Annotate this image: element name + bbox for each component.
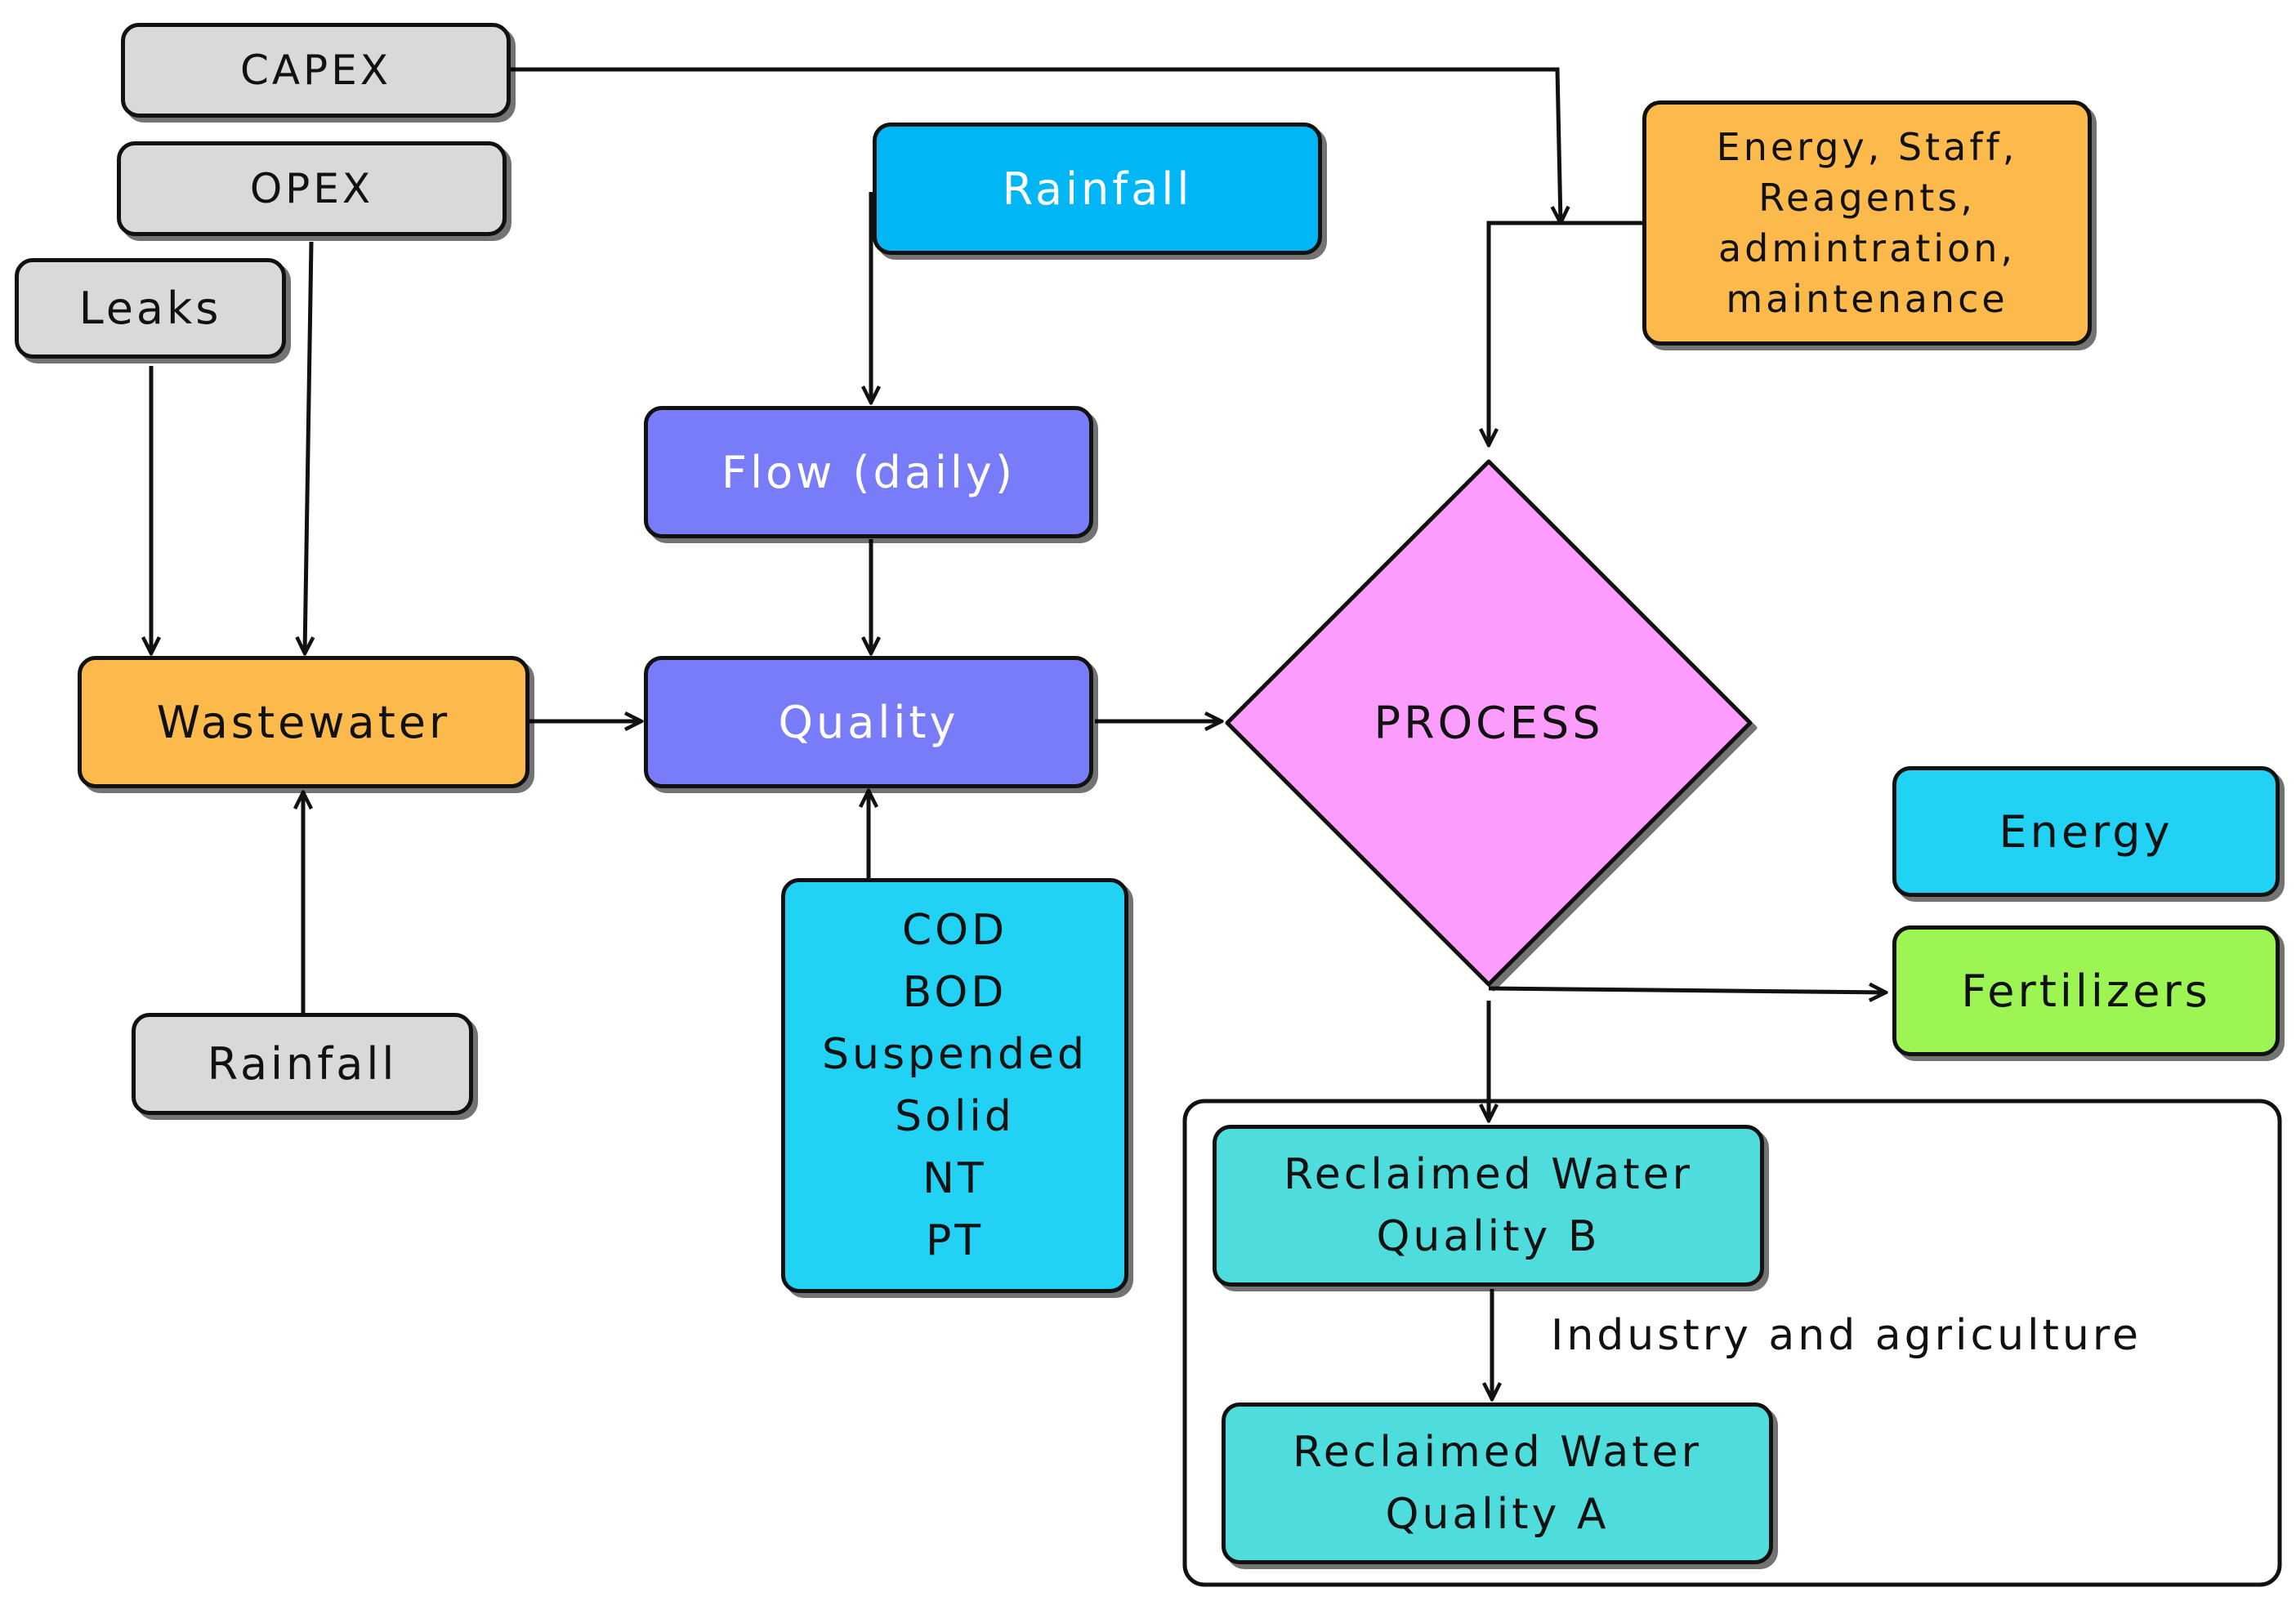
flow-box: Flow (daily): [644, 406, 1093, 538]
reclaimed-b-line-1: Reclaimed Water: [1283, 1150, 1694, 1199]
capex-label: CAPEX: [239, 47, 392, 94]
arrow-opex-to-wastewater: [305, 241, 311, 653]
arrow-costs-to-process: [1489, 221, 1642, 445]
reclaimed-b-line-2: Quality B: [1376, 1212, 1601, 1261]
reclaimed-a-box: Reclaimed Water Quality A: [1222, 1403, 1773, 1564]
leaks-box: Leaks: [15, 258, 286, 359]
rainfall-bottom-label: Rainfall: [207, 1038, 398, 1090]
costs-line-3: admintration,: [1718, 226, 2016, 270]
reclaimed-b-box: Reclaimed Water Quality B: [1213, 1125, 1764, 1287]
rainfall-bottom-box: Rainfall: [132, 1013, 473, 1115]
quality-label: Quality: [778, 696, 959, 748]
fertilizers-label: Fertilizers: [1961, 965, 2211, 1017]
arrow-process-to-fertilizers: [1488, 988, 1886, 992]
opex-box: OPEX: [117, 141, 507, 236]
capex-box: CAPEX: [121, 23, 511, 118]
rainfall-top-box: Rainfall: [873, 123, 1322, 255]
leaks-label: Leaks: [78, 283, 222, 334]
parameters-box: COD BOD Suspended Solid NT PT: [781, 878, 1128, 1293]
costs-box: Energy, Staff, Reagents, admintration, m…: [1642, 100, 2092, 346]
costs-line-4: maintenance: [1726, 277, 2008, 321]
wastewater-label: Wastewater: [156, 696, 451, 748]
quality-box: Quality: [644, 656, 1093, 788]
param-bod: BOD: [902, 968, 1007, 1017]
param-suspended: Suspended: [821, 1030, 1088, 1079]
param-solid: Solid: [895, 1092, 1015, 1141]
opex-label: OPEX: [249, 165, 374, 212]
energy-label: Energy: [1999, 805, 2173, 858]
fertilizers-box: Fertilizers: [1892, 925, 2280, 1056]
process-diamond: [1225, 459, 1753, 987]
costs-line-2: Reagents,: [1758, 176, 1976, 220]
reuse-group-frame: [1182, 1099, 2282, 1587]
process-label: PROCESS: [1374, 697, 1604, 749]
reclaimed-a-line-2: Quality A: [1385, 1490, 1610, 1539]
param-nt: NT: [922, 1154, 987, 1203]
arrow-capex-to-costs: [511, 67, 1561, 223]
costs-line-1: Energy, Staff,: [1716, 125, 2018, 169]
rainfall-top-label: Rainfall: [1002, 163, 1193, 215]
flow-label: Flow (daily): [721, 446, 1016, 498]
param-cod: COD: [901, 906, 1008, 955]
reclaimed-a-line-1: Reclaimed Water: [1292, 1428, 1703, 1477]
energy-box: Energy: [1892, 766, 2280, 897]
param-pt: PT: [925, 1216, 985, 1265]
reuse-label: Industry and agriculture: [1551, 1311, 2142, 1360]
wastewater-box: Wastewater: [78, 656, 529, 788]
